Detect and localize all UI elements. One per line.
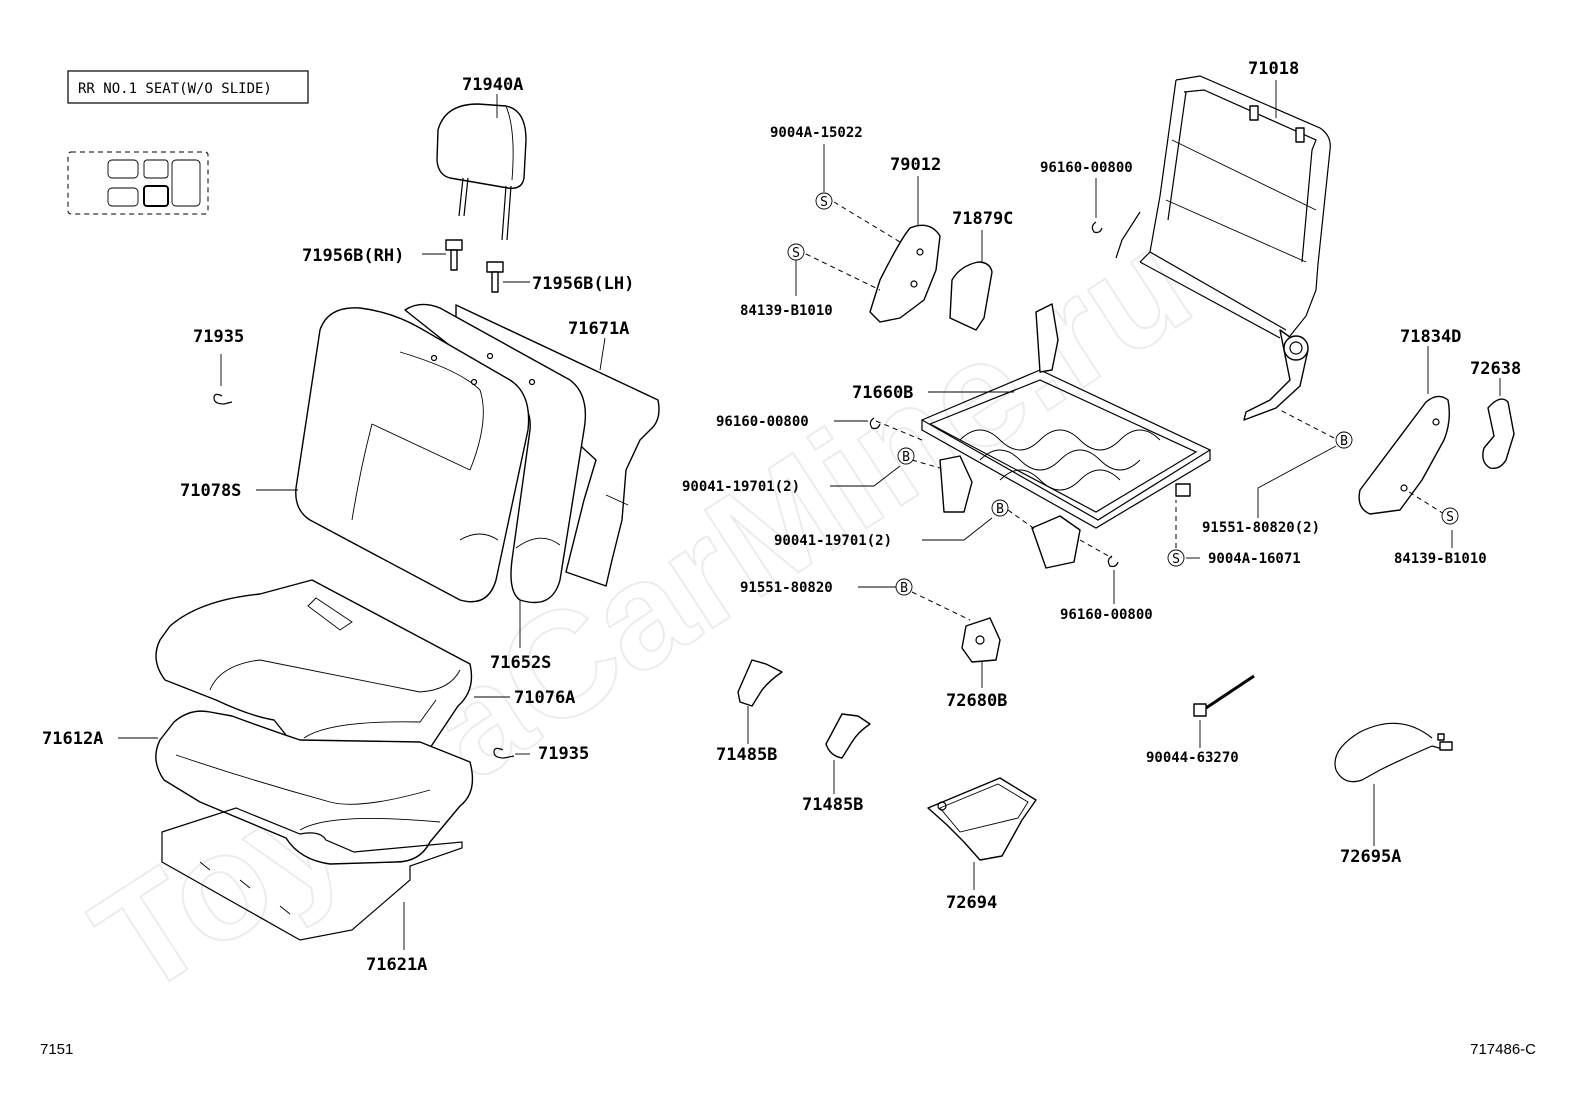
label-72694: 72694	[946, 893, 997, 913]
release-lever	[1482, 398, 1515, 470]
label-71940a: 71940A	[462, 75, 523, 95]
label-91551-80820-b: 91551-80820(2)	[1202, 520, 1320, 536]
svg-text:S: S	[820, 195, 828, 210]
headrest-support-rh	[445, 239, 463, 271]
headrest-support-lh	[486, 261, 504, 293]
label-71660b: 71660B	[852, 383, 913, 403]
label-90041-19701-b: 90041-19701(2)	[774, 533, 892, 549]
svg-text:B: B	[996, 502, 1004, 517]
label-71078s: 71078S	[180, 481, 241, 501]
callout-s-9004a-15022: S	[815, 192, 833, 210]
label-71935-a: 71935	[193, 327, 244, 347]
headrest	[436, 103, 527, 241]
label-84139-b1010-a: 84139-B1010	[740, 303, 833, 319]
callout-b-91551-b: B	[1335, 431, 1353, 449]
svg-text:B: B	[900, 581, 908, 596]
label-72680b: 72680B	[946, 691, 1007, 711]
label-71652s: 71652S	[490, 653, 551, 673]
clip-upper	[213, 393, 233, 405]
label-90041-19701-a: 90041-19701(2)	[682, 479, 800, 495]
seat-lock	[961, 617, 1001, 663]
svg-text:S: S	[1446, 510, 1454, 525]
callout-s-84139-b: S	[1441, 507, 1459, 525]
callout-s-9004a-16071: S	[1167, 549, 1185, 567]
storage-tray	[927, 777, 1037, 861]
seatback-cover	[295, 307, 536, 603]
label-84139-b1010-b: 84139-B1010	[1394, 551, 1487, 567]
svg-text:S: S	[1172, 552, 1180, 567]
label-96160-00800-b: 96160-00800	[716, 414, 809, 430]
label-91551-80820-a: 91551-80820	[740, 580, 833, 596]
clip-96160-a	[1091, 221, 1103, 234]
label-71018: 71018	[1248, 59, 1299, 79]
label-71879c: 71879C	[952, 209, 1013, 229]
label-9004a-16071: 9004A-16071	[1208, 551, 1301, 567]
label-96160-00800-a: 96160-00800	[1040, 160, 1133, 176]
recliner-cover-rh	[1358, 395, 1451, 515]
hinge-cover	[869, 224, 941, 323]
seatback-frame	[1115, 75, 1331, 421]
label-71671a: 71671A	[568, 319, 629, 339]
label-71076a: 71076A	[514, 688, 575, 708]
callout-b-90041-b: B	[991, 499, 1009, 517]
recliner-cover-plate	[949, 261, 993, 331]
label-71834d: 71834D	[1400, 327, 1461, 347]
cable-tie	[1193, 674, 1255, 717]
footer-right: 717486-C	[1470, 1041, 1536, 1058]
svg-text:B: B	[1340, 434, 1348, 449]
seat-cushion-pad	[155, 710, 474, 865]
label-71612a: 71612A	[42, 729, 103, 749]
svg-text:S: S	[792, 246, 800, 261]
svg-text:B: B	[902, 450, 910, 465]
label-72695a: 72695A	[1340, 847, 1401, 867]
clip-96160-c	[1107, 555, 1119, 568]
label-72638: 72638	[1470, 359, 1521, 379]
seat-cushion-frame-assy	[920, 303, 1212, 569]
label-9004a-15022: 9004A-15022	[770, 125, 863, 141]
label-79012: 79012	[890, 155, 941, 175]
callout-b-90041-a: B	[897, 447, 915, 465]
label-71485b-a: 71485B	[716, 745, 777, 765]
footer-left: 7151	[40, 1041, 73, 1058]
hinge-cover-b	[825, 713, 871, 759]
callout-b-91551-a: B	[895, 578, 913, 596]
clip-lower	[493, 747, 515, 759]
label-71956b-rh: 71956B(RH)	[302, 246, 404, 266]
title-text: RR NO.1 SEAT(W/O SLIDE)	[78, 81, 272, 97]
release-cable	[1334, 722, 1453, 783]
title-box: RR NO.1 SEAT(W/O SLIDE)	[67, 70, 309, 104]
clip-96160-b	[869, 417, 881, 430]
seat-cushion-frame	[161, 807, 463, 941]
label-90044-63270: 90044-63270	[1146, 750, 1239, 766]
seat-locator-icon	[67, 151, 209, 215]
seatback-pad	[404, 303, 587, 604]
label-71621a: 71621A	[366, 955, 427, 975]
label-71935-b: 71935	[538, 744, 589, 764]
hinge-cover-a	[737, 659, 783, 707]
callout-s-84139-a: S	[787, 243, 805, 261]
label-71956b-lh: 71956B(LH)	[532, 274, 634, 294]
label-71485b-b: 71485B	[802, 795, 863, 815]
label-96160-00800-c: 96160-00800	[1060, 607, 1153, 623]
